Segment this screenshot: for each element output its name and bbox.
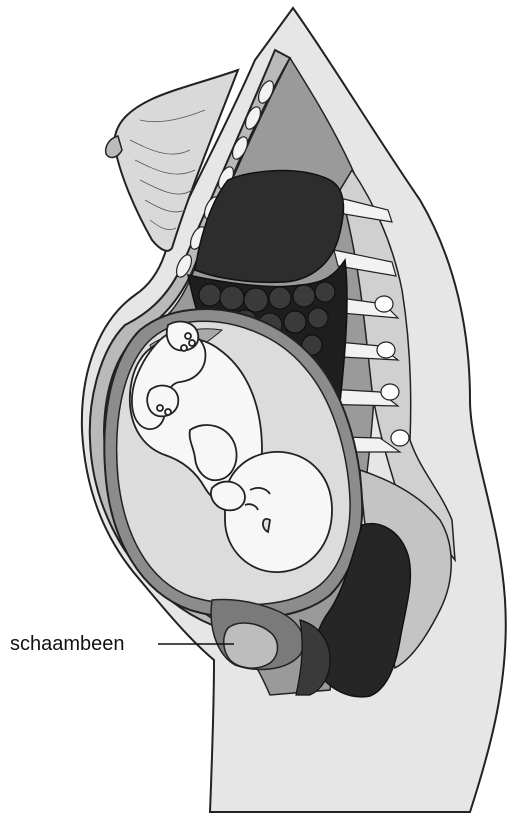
nipple (106, 136, 122, 157)
pubic-bone-label: schaambeen (10, 633, 125, 656)
